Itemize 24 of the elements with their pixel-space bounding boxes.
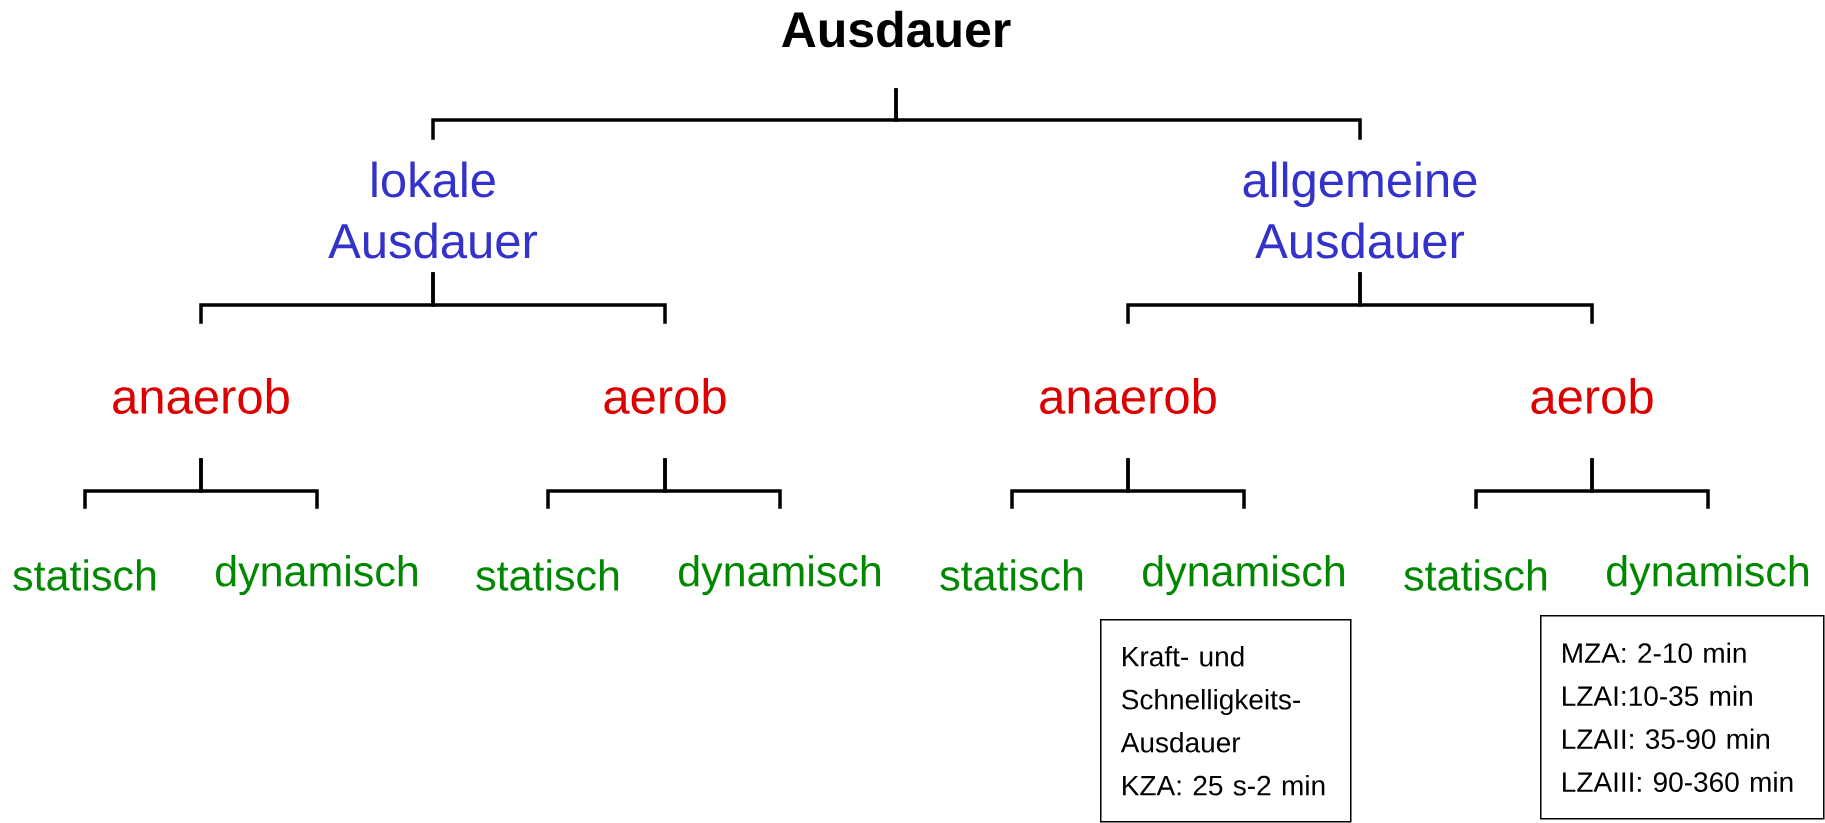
category-label: aerob bbox=[604, 378, 726, 414]
bracket-connector bbox=[199, 458, 319, 509]
category-label: allgemeine Ausdauer bbox=[1243, 161, 1477, 259]
category-label: dynamisch bbox=[1143, 554, 1344, 596]
category-label: lokale Ausdauer bbox=[328, 161, 538, 259]
bracket-connector bbox=[894, 88, 1362, 140]
bracket-connector bbox=[663, 458, 782, 509]
category-label: statisch bbox=[940, 559, 1083, 591]
category-label: statisch bbox=[476, 559, 619, 591]
tree-heading: Ausdauer bbox=[781, 10, 1011, 48]
category-label: anaerob bbox=[1040, 378, 1216, 414]
category-label: aerob bbox=[1531, 378, 1653, 414]
category-label: dynamisch bbox=[216, 554, 417, 596]
bracket-connector bbox=[1590, 458, 1710, 509]
category-label: dynamisch bbox=[679, 554, 880, 596]
category-label: statisch bbox=[1404, 559, 1547, 591]
category-label: statisch bbox=[13, 559, 156, 591]
bracket-connector bbox=[431, 272, 667, 324]
note-box: Kraft- und Schnelligkeits- Ausdauer KZA: 25 s-2 min bbox=[1100, 619, 1352, 823]
note-box: MZA: 2-10 min LZAI:10-35 min LZAII: 35-90 min LZAIII: 90-360 min bbox=[1540, 615, 1825, 820]
category-label: anaerob bbox=[113, 378, 289, 414]
bracket-connector bbox=[1126, 458, 1246, 509]
category-label: dynamisch bbox=[1607, 554, 1808, 596]
bracket-connector bbox=[1358, 272, 1594, 324]
